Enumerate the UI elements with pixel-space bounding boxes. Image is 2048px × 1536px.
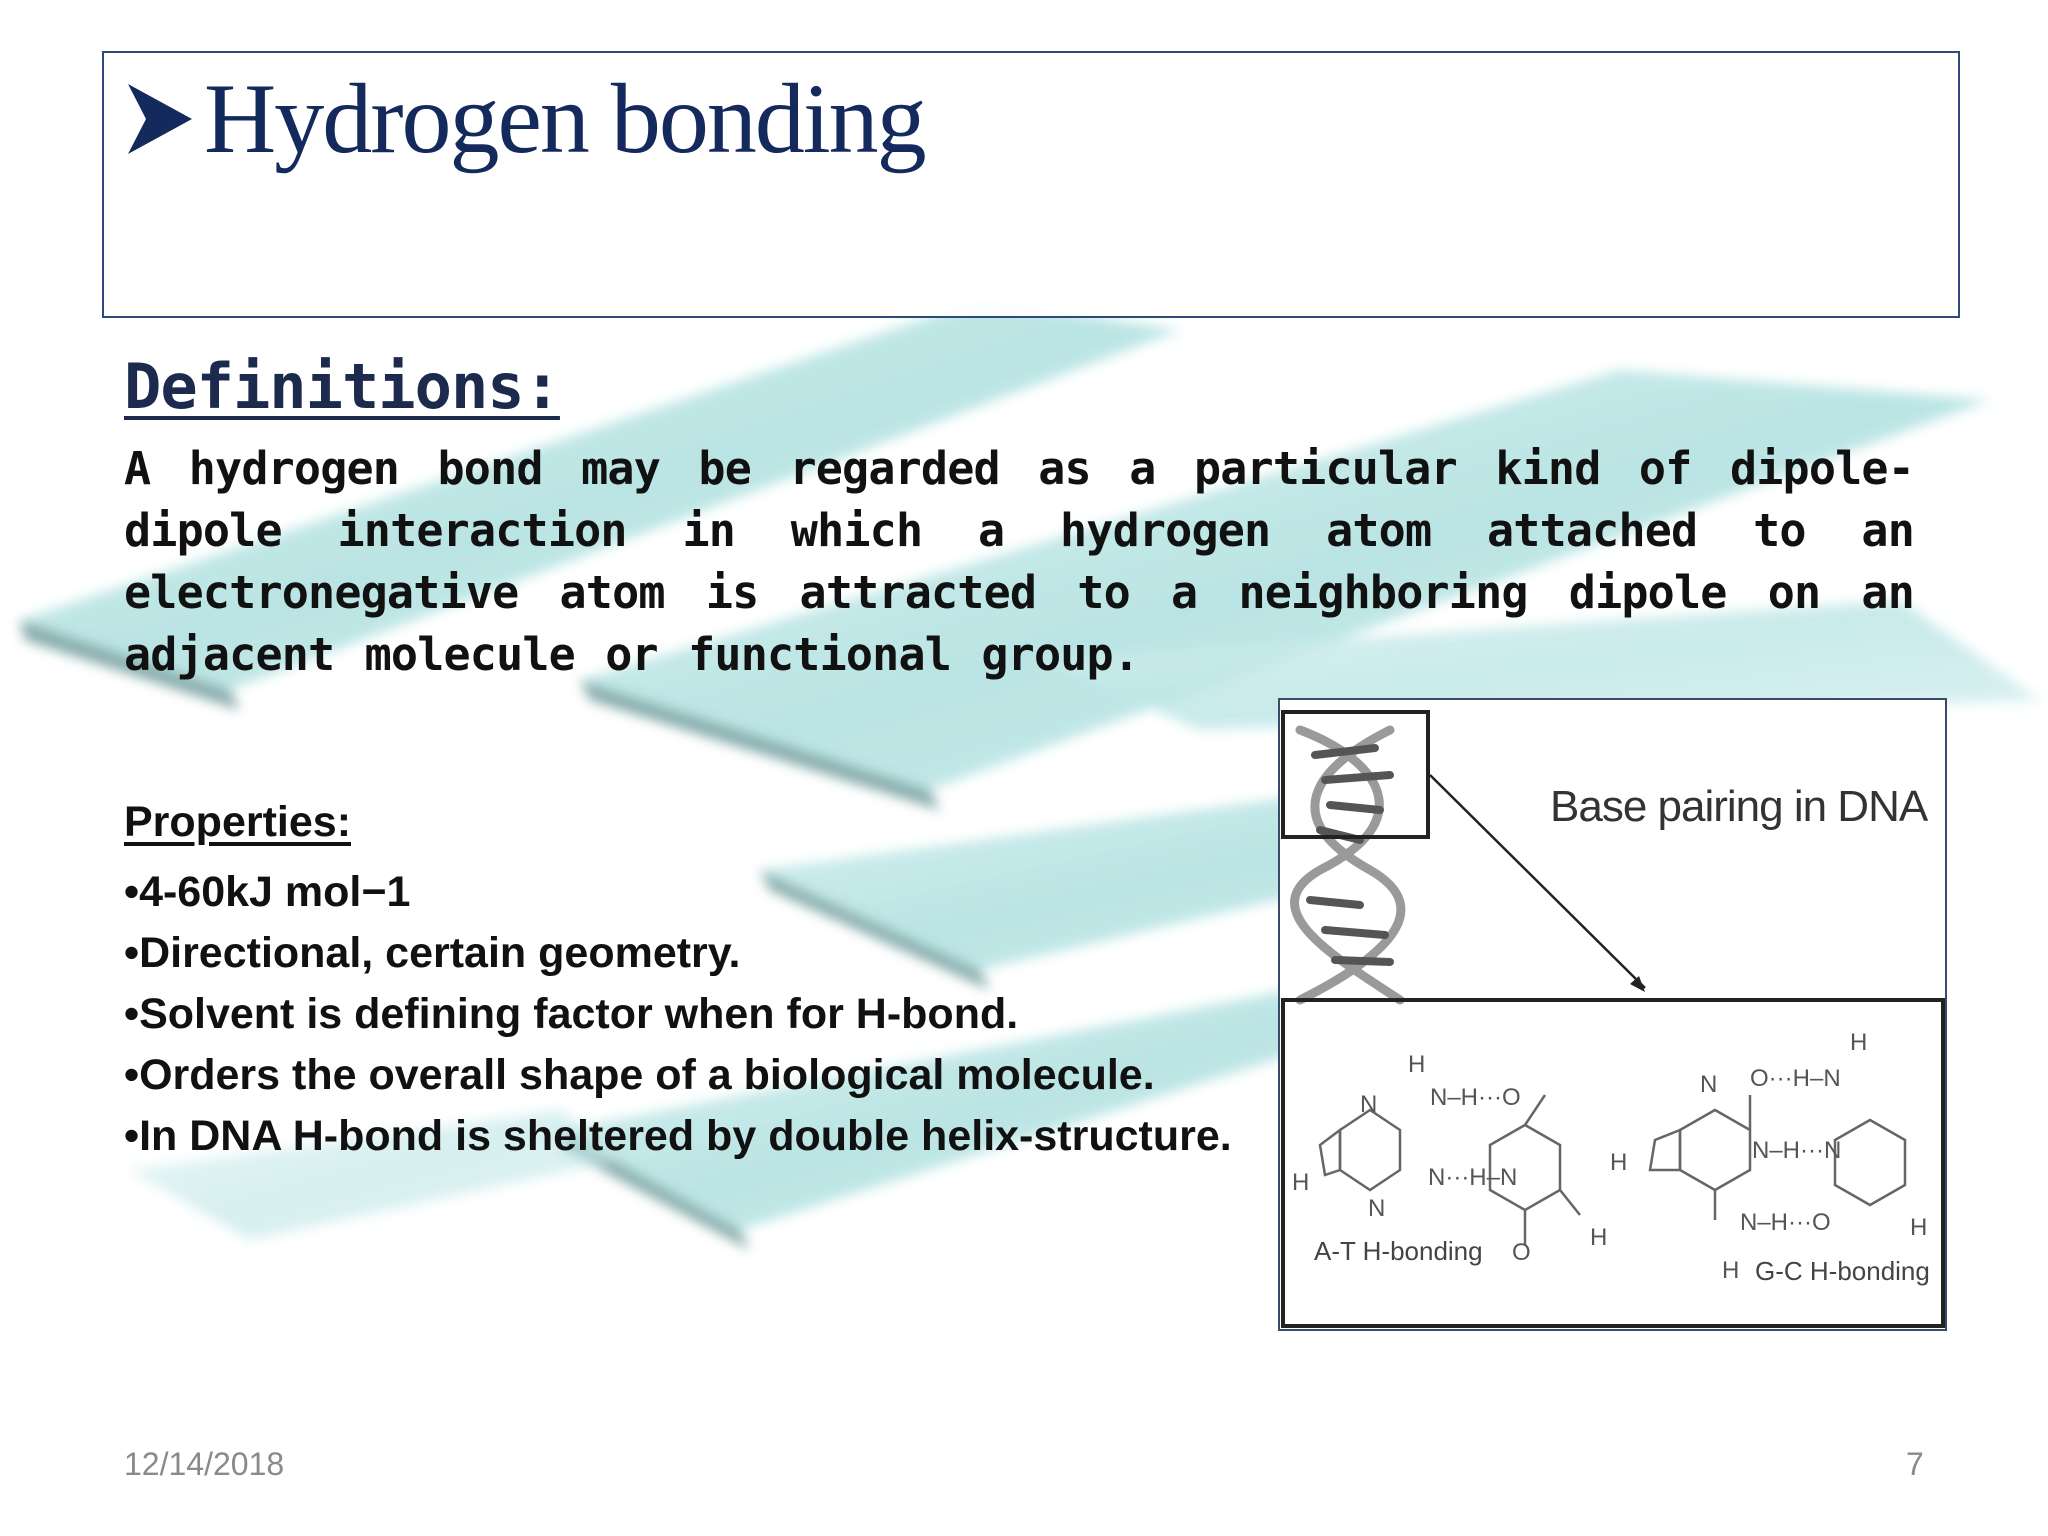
svg-text:H: H: [1590, 1224, 1607, 1251]
svg-text:H: H: [1850, 1029, 1867, 1056]
svg-text:O: O: [1512, 1239, 1531, 1266]
svg-text:O···H–N: O···H–N: [1750, 1065, 1841, 1092]
slab-1: [20, 300, 1180, 690]
property-item: In DNA H-bond is sheltered by double hel…: [124, 1106, 1264, 1167]
base-pair-box: [1281, 998, 1945, 1328]
at-base-pair-structure: [1318, 1094, 1581, 1245]
gc-base-pair-structure: [1648, 1095, 1907, 1220]
svg-text:N···H–N: N···H–N: [1428, 1164, 1517, 1191]
at-bonding-label: A-T H-bonding: [1314, 1236, 1483, 1266]
svg-text:H: H: [1292, 1169, 1309, 1196]
svg-text:N–H···N: N–H···N: [1752, 1137, 1841, 1164]
definition-text: A hydrogen bond may be regarded as a par…: [124, 442, 1915, 681]
properties-list: 4-60kJ mol−1 Directional, certain geomet…: [124, 862, 1264, 1167]
property-item: 4-60kJ mol−1: [124, 862, 1264, 923]
definitions-heading: Definitions:: [124, 350, 561, 423]
gc-bonding-label: G-C H-bonding: [1755, 1256, 1930, 1286]
arrow-head-icon: [1630, 976, 1645, 992]
svg-text:N: N: [1368, 1195, 1385, 1222]
page-number: 7: [1906, 1446, 1924, 1482]
figure-caption: Base pairing in DNA: [1550, 782, 1928, 831]
svg-text:H: H: [1610, 1149, 1627, 1176]
svg-text:H: H: [1910, 1214, 1927, 1241]
slide-title: Hydrogen bonding: [126, 61, 927, 176]
svg-text:N: N: [1360, 1091, 1377, 1118]
properties-heading: Properties:: [124, 798, 352, 846]
footer-date: 12/14/2018: [124, 1446, 285, 1482]
arrow-bullet-icon: [128, 83, 192, 154]
svg-text:N–H···O: N–H···O: [1740, 1209, 1831, 1236]
property-item: Orders the overall shape of a biological…: [124, 1045, 1264, 1106]
svg-text:N–H···O: N–H···O: [1430, 1084, 1521, 1111]
svg-text:H: H: [1408, 1051, 1425, 1078]
dna-figure-drawing: H N–H···O N···H–N N H N O H H O···H–N N–…: [1281, 710, 1945, 1328]
property-item: Directional, certain geometry.: [124, 923, 1264, 984]
slab-3: [1040, 600, 2040, 730]
helix-highlight-box: [1281, 710, 1430, 839]
svg-text:H: H: [1722, 1257, 1739, 1284]
property-item: Solvent is defining factor when for H-bo…: [124, 984, 1264, 1045]
title-box: Hydrogen bonding: [102, 51, 1960, 318]
slab-2: [580, 370, 1990, 790]
dna-base-pairing-figure: H N–H···O N···H–N N H N O H H O···H–N N–…: [1278, 698, 1947, 1331]
svg-text:N: N: [1700, 1071, 1717, 1098]
slide-title-text: Hydrogen bonding: [204, 63, 927, 174]
